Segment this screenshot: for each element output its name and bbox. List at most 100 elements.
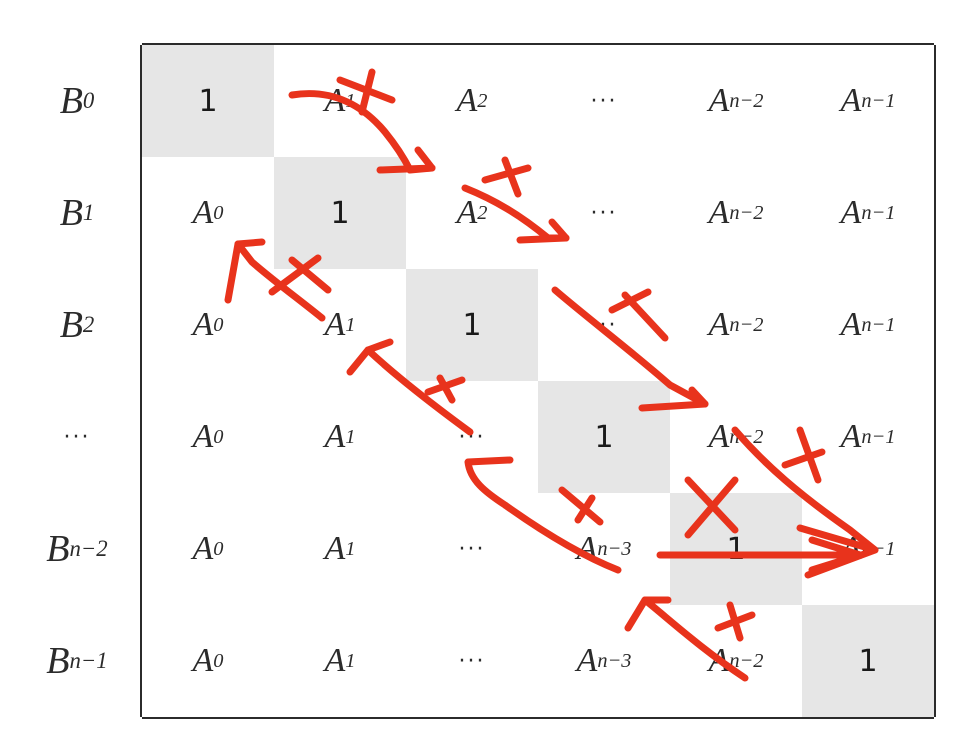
cell-subscript: 0	[213, 537, 224, 560]
cell-symbol: 1	[330, 195, 350, 231]
cell-symbol: A	[324, 642, 346, 679]
cell-subscript: 2	[477, 89, 488, 112]
cell-symbol: A	[324, 82, 346, 119]
cell-symbol: A	[324, 530, 346, 567]
matrix-cell: 1	[538, 381, 670, 493]
matrix-cell: ···	[406, 493, 538, 605]
cell-symbol: A	[456, 82, 478, 119]
cell-symbol: 1	[198, 83, 218, 119]
row-label-symbol: ···	[63, 424, 91, 450]
row-label-subscript: n−2	[69, 536, 108, 561]
matrix-cell: ···	[538, 157, 670, 269]
cell-subscript: n−3	[597, 537, 632, 560]
cell-subscript: n−2	[729, 649, 764, 672]
cell-subscript: 1	[345, 649, 356, 672]
cell-symbol: A	[840, 194, 862, 231]
cell-subscript: 1	[345, 537, 356, 560]
cell-subscript: n−2	[729, 201, 764, 224]
cell-subscript: n−2	[729, 313, 764, 336]
cell-subscript: 0	[213, 649, 224, 672]
matrix-cell: 1	[274, 157, 406, 269]
cell-subscript: 0	[213, 313, 224, 336]
cell-subscript: n−1	[861, 313, 896, 336]
cell-symbol: ···	[590, 200, 618, 226]
cell-subscript: n−3	[597, 649, 632, 672]
row-label-subscript: 1	[82, 200, 95, 225]
cell-symbol: A	[708, 306, 730, 343]
matrix-cell: ···	[538, 45, 670, 157]
matrix-cell: 1	[802, 605, 934, 717]
matrix-cell: 1	[142, 45, 274, 157]
cell-subscript: 2	[477, 201, 488, 224]
cell-symbol: A	[192, 530, 214, 567]
cell-symbol: A	[708, 642, 730, 679]
cell-subscript: 0	[213, 425, 224, 448]
cell-symbol: ···	[590, 88, 618, 114]
row-label: ···	[22, 407, 132, 467]
cell-symbol: A	[324, 306, 346, 343]
cell-symbol: A	[840, 530, 862, 567]
cell-subscript: n−2	[729, 89, 764, 112]
matrix-cell: ···	[406, 381, 538, 493]
cell-subscript: 0	[213, 201, 224, 224]
cell-symbol: A	[192, 418, 214, 455]
cell-symbol: A	[324, 418, 346, 455]
cell-symbol: 1	[594, 419, 614, 455]
cell-symbol: 1	[858, 643, 878, 679]
cell-subscript: 1	[345, 425, 356, 448]
matrix-cell: 1	[670, 493, 802, 605]
cell-subscript: n−1	[861, 201, 896, 224]
cell-symbol: A	[576, 642, 598, 679]
cell-symbol: A	[192, 306, 214, 343]
row-label-subscript: n−1	[69, 648, 108, 673]
row-label-symbol: B	[59, 304, 83, 346]
row-label-subscript: 2	[82, 312, 95, 337]
cell-symbol: A	[576, 530, 598, 567]
cell-symbol: A	[840, 82, 862, 119]
cell-symbol: 1	[462, 307, 482, 343]
row-label-symbol: B	[46, 640, 70, 682]
row-label-subscript: 0	[82, 88, 95, 113]
cell-symbol: ···	[458, 648, 486, 674]
matrix-cell: ···	[406, 605, 538, 717]
row-label-symbol: B	[46, 528, 70, 570]
cell-symbol: A	[840, 306, 862, 343]
cell-symbol: A	[192, 194, 214, 231]
row-label-symbol: B	[59, 80, 83, 122]
cell-symbol: ···	[458, 424, 486, 450]
cell-symbol: A	[708, 82, 730, 119]
cell-subscript: n−1	[861, 537, 896, 560]
cell-symbol: A	[192, 642, 214, 679]
cell-subscript: n−2	[729, 425, 764, 448]
cell-symbol: A	[708, 418, 730, 455]
cell-subscript: 1	[345, 313, 356, 336]
cell-symbol: 1	[726, 531, 746, 567]
